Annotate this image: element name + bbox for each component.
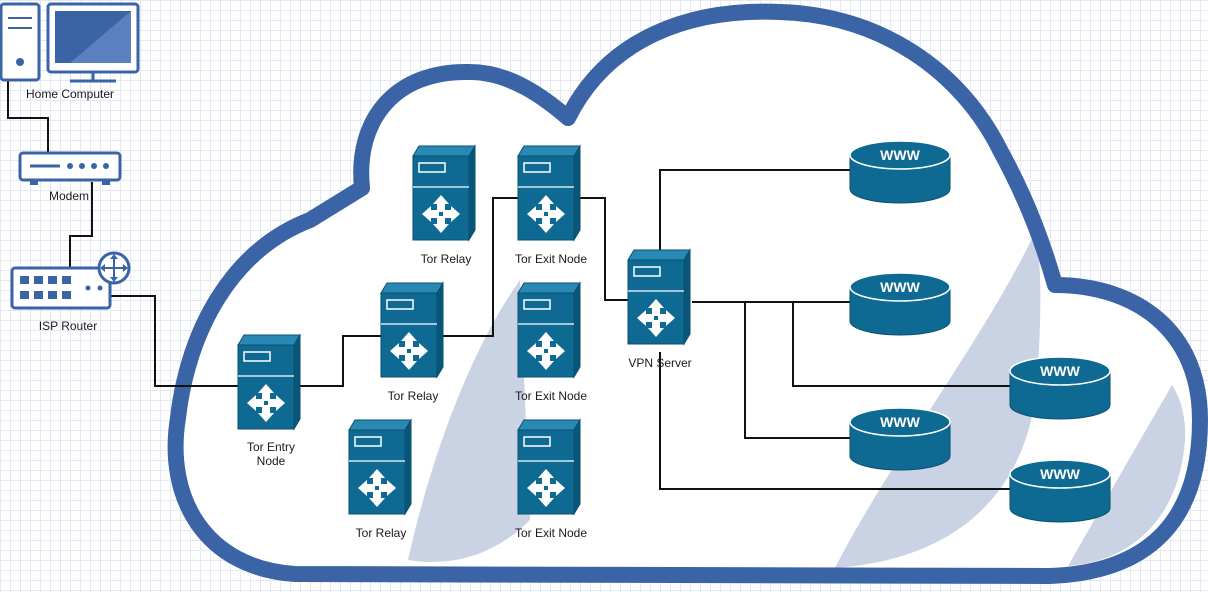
server-icon bbox=[627, 249, 691, 345]
cloud-shadow bbox=[408, 230, 1186, 568]
website-5-label: WWW bbox=[1040, 466, 1080, 482]
tor-relay-middle-label: Tor Relay bbox=[388, 389, 439, 403]
tor-exit-node-bottom-label: Tor Exit Node bbox=[515, 526, 587, 540]
tor-exit-node-top-label: Tor Exit Node bbox=[515, 252, 587, 266]
tor-exit-node-bottom[interactable]: Tor Exit Node bbox=[515, 419, 587, 540]
tor-relay-bottom-label: Tor Relay bbox=[356, 526, 407, 540]
isp-router[interactable]: ISP Router bbox=[10, 251, 131, 333]
home-computer-label: Home Computer bbox=[26, 87, 114, 101]
home-computer[interactable]: Home Computer bbox=[0, 2, 140, 101]
connection-lines bbox=[7, 80, 1010, 490]
tor-exit-node-top[interactable]: Tor Exit Node bbox=[515, 145, 587, 266]
tor-relay-top[interactable]: Tor Relay bbox=[412, 145, 476, 266]
modem[interactable]: Modem bbox=[18, 151, 122, 203]
tor-entry-node[interactable]: Tor Entry Node bbox=[237, 334, 301, 468]
tor-exit-node-middle[interactable]: Tor Exit Node bbox=[515, 282, 587, 403]
website-4[interactable]: WWW bbox=[849, 407, 951, 471]
website-1-label: WWW bbox=[880, 147, 920, 163]
website-3-label: WWW bbox=[1040, 363, 1080, 379]
vpn-server-label: VPN Server bbox=[628, 356, 691, 370]
website-2[interactable]: WWW bbox=[849, 272, 951, 336]
server-icon bbox=[517, 145, 581, 241]
vpn-server[interactable]: VPN Server bbox=[627, 249, 692, 370]
server-icon bbox=[380, 282, 444, 378]
tor-relay-middle[interactable]: Tor Relay bbox=[380, 282, 444, 403]
website-3[interactable]: WWW bbox=[1009, 356, 1111, 420]
tor-entry-node-label-line2: Node bbox=[257, 454, 286, 468]
server-icon bbox=[237, 334, 301, 430]
desktop-computer-icon bbox=[0, 2, 140, 83]
isp-router-label: ISP Router bbox=[39, 319, 97, 333]
tor-entry-node-label-line1: Tor Entry bbox=[247, 440, 295, 454]
modem-icon bbox=[18, 151, 122, 185]
server-icon bbox=[517, 282, 581, 378]
website-5[interactable]: WWW bbox=[1009, 459, 1111, 523]
tor-exit-node-middle-label: Tor Exit Node bbox=[515, 389, 587, 403]
website-2-label: WWW bbox=[880, 279, 920, 295]
tor-relay-bottom[interactable]: Tor Relay bbox=[348, 419, 412, 540]
router-switch-icon bbox=[10, 251, 131, 310]
tor-relay-top-label: Tor Relay bbox=[421, 252, 472, 266]
modem-label: Modem bbox=[49, 189, 89, 203]
website-1[interactable]: WWW bbox=[849, 140, 951, 204]
website-4-label: WWW bbox=[880, 414, 920, 430]
server-icon bbox=[348, 419, 412, 515]
server-icon bbox=[412, 145, 476, 241]
server-icon bbox=[517, 419, 581, 515]
